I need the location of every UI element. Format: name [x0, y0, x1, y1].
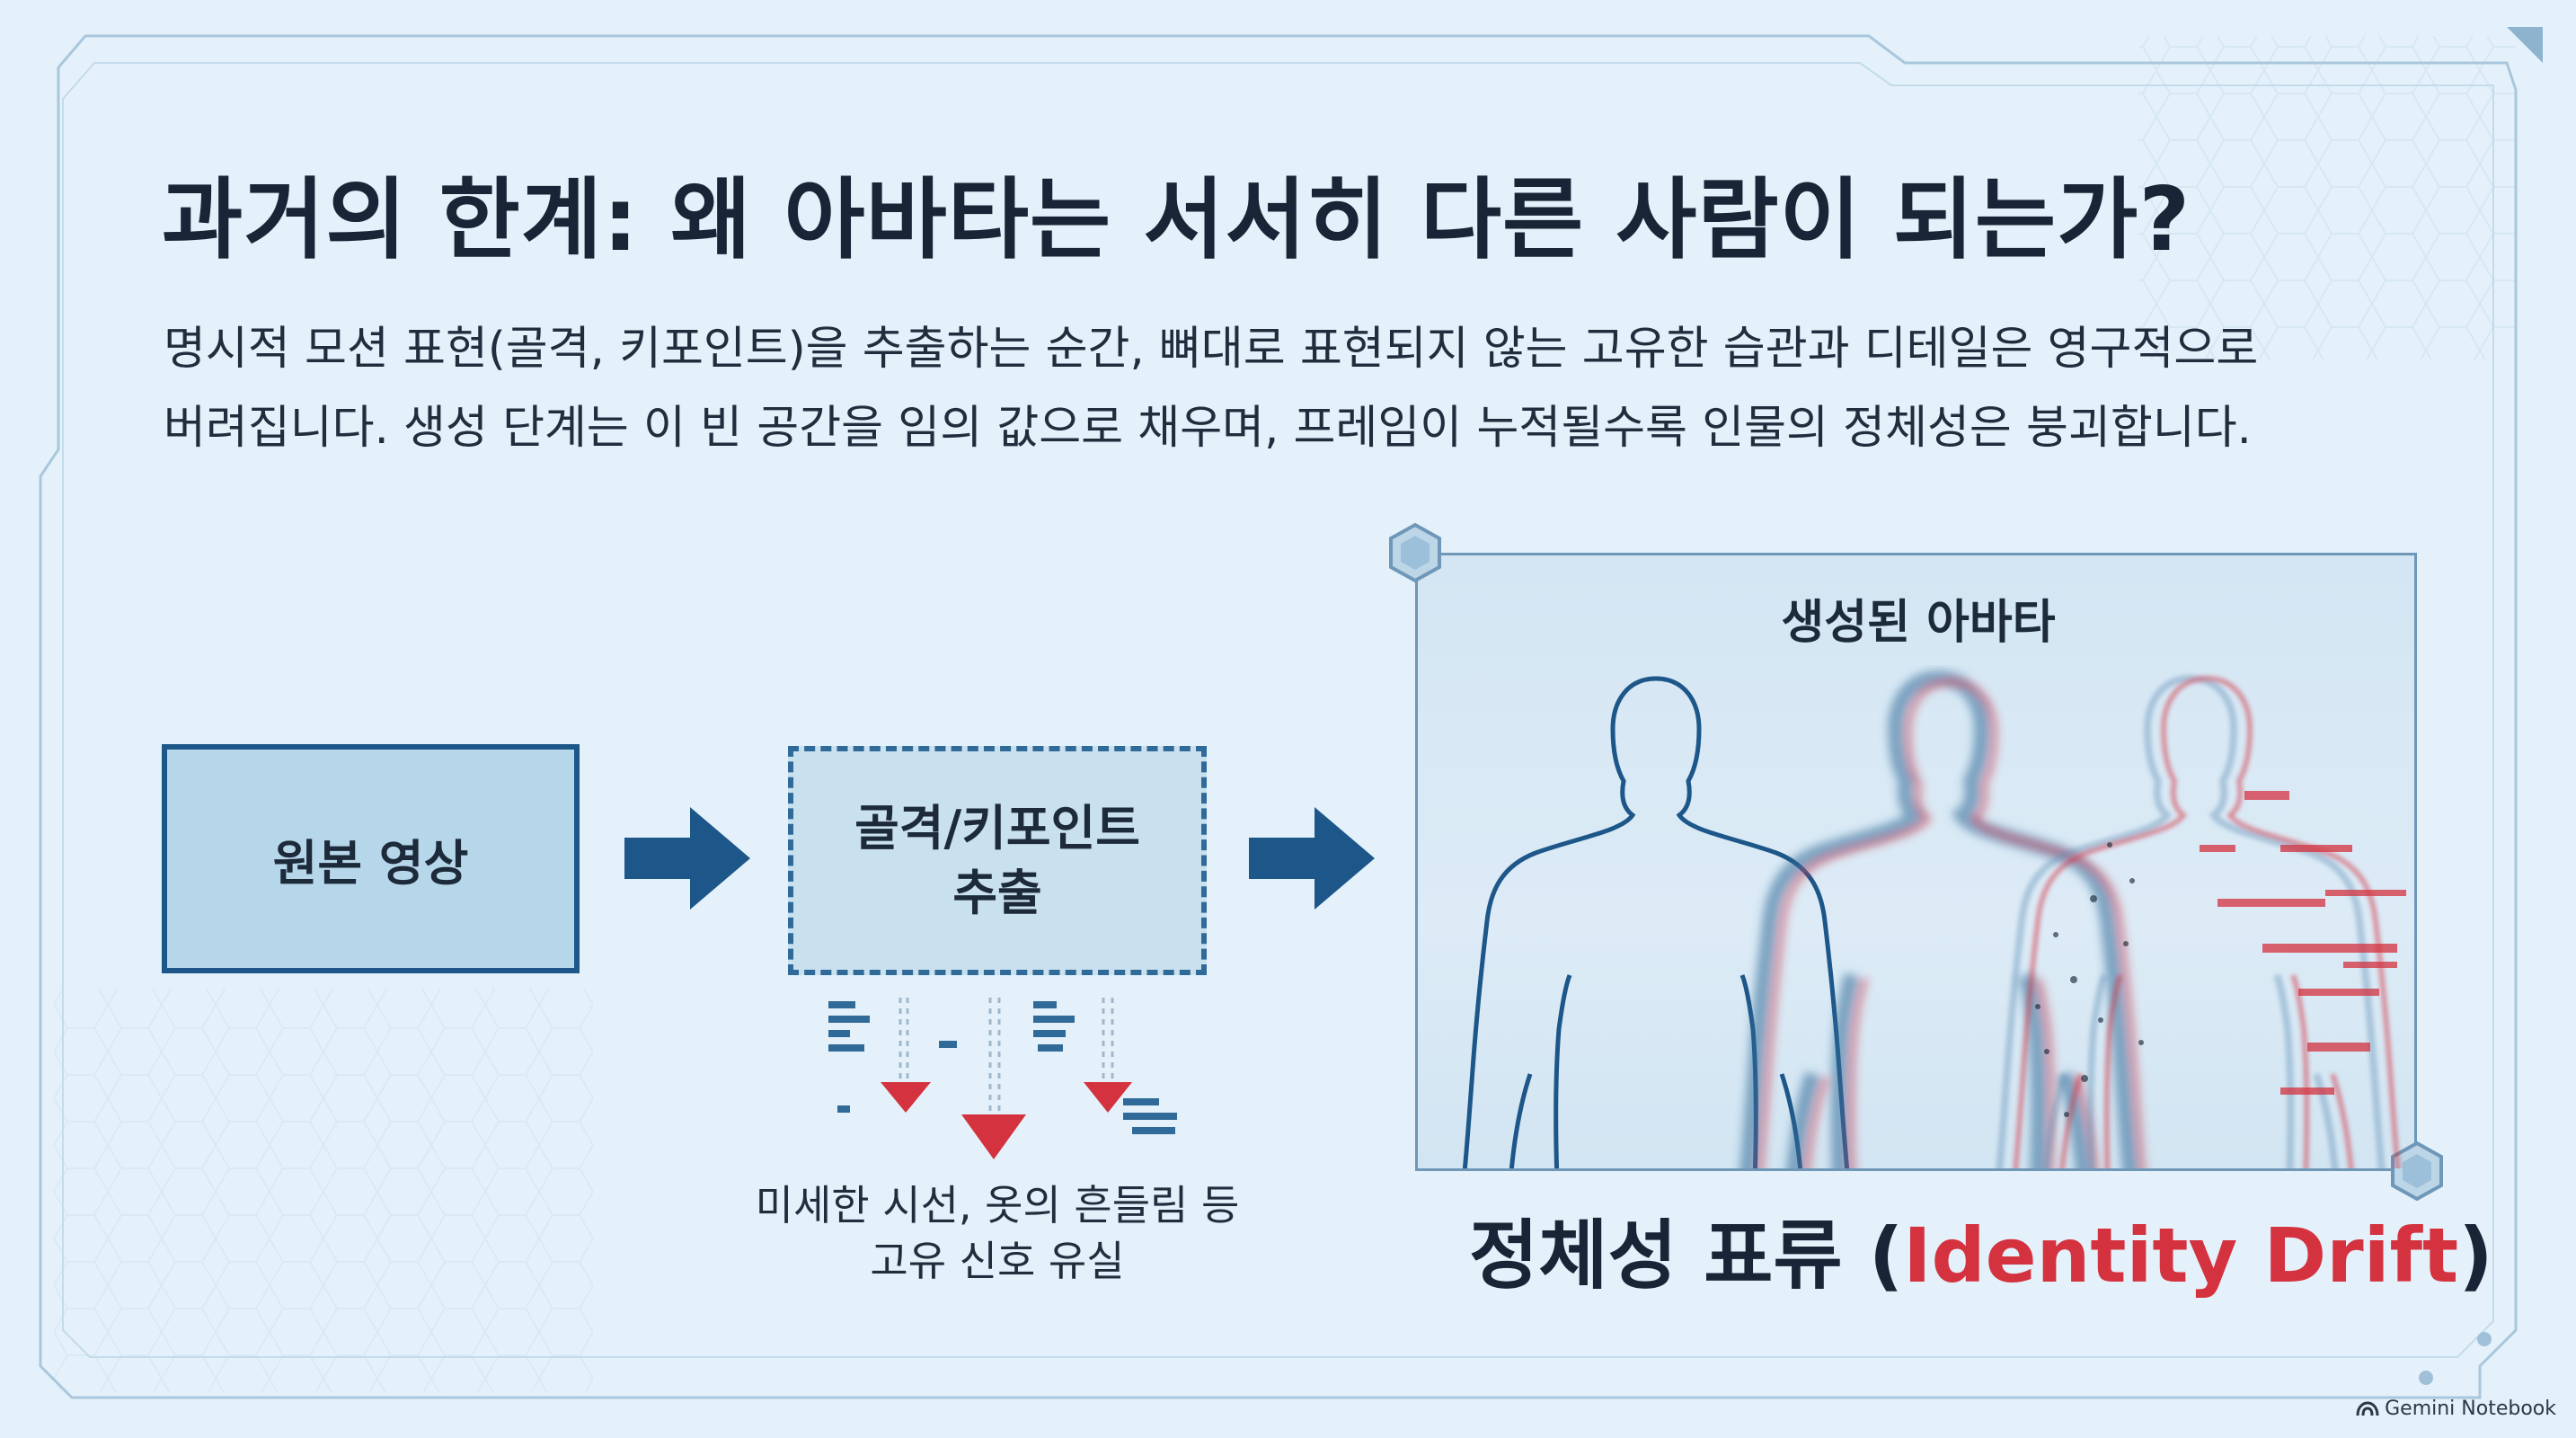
description: 명시적 모션 표현(골격, 키포인트)을 추출하는 순간, 뼈대로 표현되지 않… — [164, 310, 2464, 468]
description-line-2: 버려집니다. 생성 단계는 이 빈 공간을 임의 값으로 채우며, 프레임이 누… — [164, 402, 2252, 455]
signal-loss-caption: 미세한 시선, 옷의 흔들림 등 고유 신호 유실 — [710, 1177, 1285, 1289]
generated-avatar-panel — [1415, 553, 2417, 1171]
skeleton-extraction-box: 골격/키포인트 추출 — [788, 746, 1207, 975]
identity-drift-label: 정체성 표류 (Identity Drift) — [1469, 1195, 2493, 1304]
signal-loss-icon — [828, 998, 1177, 1159]
footer-brand: Gemini Notebook — [2356, 1398, 2556, 1420]
avatar-silhouettes — [1418, 665, 2406, 1168]
drift-highlight: Identity Drift — [1903, 1212, 2459, 1300]
drift-suffix: ) — [2458, 1212, 2493, 1300]
footer-brand-text: Gemini Notebook — [2385, 1398, 2556, 1420]
drift-prefix: 정체성 표류 ( — [1469, 1212, 1904, 1300]
arrow-right-icon — [1249, 807, 1375, 910]
description-line-1: 명시적 모션 표현(골격, 키포인트)을 추출하는 순간, 뼈대로 표현되지 않… — [164, 323, 2259, 376]
arrow-right-icon — [624, 807, 750, 910]
hexagon-icon — [2391, 1141, 2443, 1202]
generated-avatar-label: 생성된 아바타 — [1781, 596, 2056, 650]
notebook-logo-icon — [2356, 1400, 2379, 1416]
signal-loss-line-1: 미세한 시선, 옷의 흔들림 등 — [755, 1181, 1240, 1229]
hexagon-icon — [1389, 522, 1441, 583]
source-video-box: 원본 영상 — [162, 744, 580, 973]
page-title: 과거의 한계: 왜 아바타는 서서히 다른 사람이 되는가? — [162, 169, 2191, 271]
extraction-label-line-1: 골격/키포인트 — [854, 799, 1140, 857]
extraction-label-line-2: 추출 — [952, 864, 1042, 921]
source-video-label: 원본 영상 — [272, 835, 469, 892]
signal-loss-line-2: 고유 신호 유실 — [870, 1237, 1125, 1285]
